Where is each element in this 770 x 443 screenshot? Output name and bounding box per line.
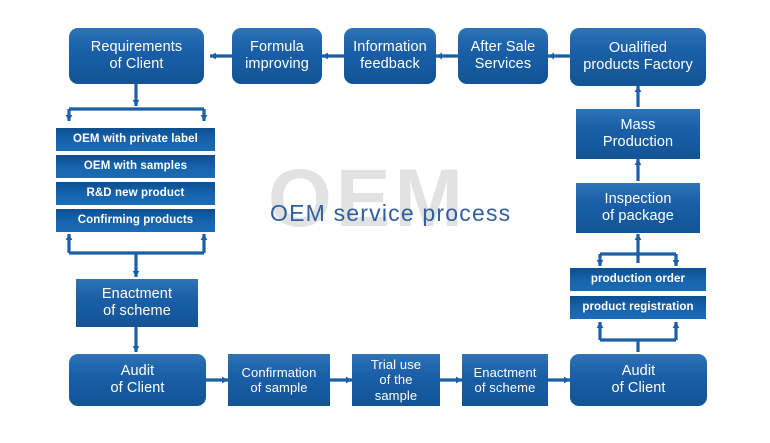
node-line-2: products Factory <box>583 57 693 73</box>
node-line-2: feedback <box>360 56 420 72</box>
node-line-1: Trial use <box>370 357 422 372</box>
node-label: production order <box>590 272 686 285</box>
node-line-2: of scheme <box>103 303 171 319</box>
node-oem-with-samples[interactable]: OEM with samples <box>56 155 215 178</box>
node-confirming-products[interactable]: Confirming products <box>56 209 215 232</box>
node-line-2: Production <box>602 134 674 150</box>
node-line-1: Enactment <box>101 285 173 302</box>
node-line-1: Mass <box>620 116 656 133</box>
node-label: R&D new product <box>86 186 185 199</box>
node-label: OEM with samples <box>83 159 188 172</box>
node-line-2: of sample <box>250 380 308 395</box>
watermark-text: OEM <box>268 153 467 244</box>
node-line-2: of scheme <box>474 380 536 395</box>
node-product-registration[interactable]: product registration <box>570 296 706 319</box>
node-line-1: Enactment <box>473 364 537 380</box>
node-label: product registration <box>582 300 694 313</box>
diagram-title: OEM service process <box>270 200 512 226</box>
node-line-2: Services <box>474 56 532 72</box>
node-line-1: Information <box>353 38 427 55</box>
node-line-1: Requirements <box>90 38 183 55</box>
node-line-2: improving <box>245 56 309 72</box>
node-label: OEM with private label <box>73 132 198 145</box>
node-line-1: Confirmation <box>241 364 317 380</box>
node-line-1: Audit <box>621 362 656 379</box>
node-line-1: Audit <box>120 362 155 379</box>
node-line-2: of Client <box>109 56 164 72</box>
node-line-2: of package <box>602 208 674 224</box>
node-label: Confirming products <box>77 213 194 226</box>
node-oem-with-private-label[interactable]: OEM with private label <box>56 128 215 151</box>
node-production-order[interactable]: production order <box>570 268 706 291</box>
node-line-2: of the sample <box>374 372 418 403</box>
node-line-1: Oualified <box>608 39 668 56</box>
node-rd-new-product[interactable]: R&D new product <box>56 182 215 205</box>
node-line-2: of Client <box>110 380 165 396</box>
node-line-1: Inspection <box>604 190 672 207</box>
node-line-1: After Sale <box>470 38 536 55</box>
node-line-1: Formula <box>250 38 304 55</box>
node-line-2: of Client <box>611 380 666 396</box>
